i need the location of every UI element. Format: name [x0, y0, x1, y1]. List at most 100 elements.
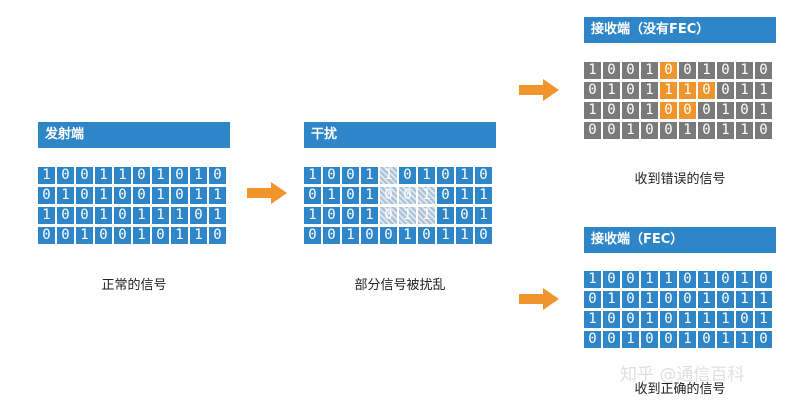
- bit-cell: 1: [641, 311, 658, 328]
- bit-cell: 1: [95, 207, 112, 224]
- bit-cell: 0: [76, 187, 93, 204]
- bit-cell: 1: [361, 167, 378, 184]
- bit-cell: 0: [38, 227, 55, 244]
- bit-cell: 0: [209, 227, 226, 244]
- bit-cell: 1: [323, 187, 340, 204]
- bit-cell: 0: [133, 187, 150, 204]
- bit-cell: 0: [437, 167, 454, 184]
- bit-cell: 1: [209, 207, 226, 224]
- bit-cell: 0: [622, 102, 639, 119]
- bit-cell: 1: [456, 187, 473, 204]
- bit-cell: 0: [57, 207, 74, 224]
- bit-cell: 1: [698, 271, 715, 288]
- bit-cell: 1: [304, 167, 321, 184]
- bit-cell: 0: [698, 82, 715, 99]
- bit-cell: 1: [38, 167, 55, 184]
- bit-cell: 1: [698, 291, 715, 308]
- bit-cell: 0: [584, 291, 601, 308]
- bit-cell: 1: [584, 62, 601, 79]
- bit-cell: 1: [584, 102, 601, 119]
- bit-cell: 0: [679, 102, 696, 119]
- bit-cell: 0: [342, 187, 359, 204]
- interference-title: 干扰: [304, 122, 496, 148]
- receiver-no-fec-title: 接收端（没有FEC）: [584, 17, 776, 43]
- bit-cell: 0: [736, 311, 753, 328]
- bit-cell: 0: [698, 102, 715, 119]
- bit-cell: 1: [660, 82, 677, 99]
- bit-cell: 1: [660, 271, 677, 288]
- bit-cell: 1: [584, 271, 601, 288]
- bit-cell: 0: [755, 122, 772, 139]
- bit-cell: 1: [736, 122, 753, 139]
- bit-cell: 0: [603, 62, 620, 79]
- bit-cell: 1: [755, 82, 772, 99]
- bit-cell: 0: [660, 62, 677, 79]
- bit-cell: 0: [660, 122, 677, 139]
- bit-cell: 0: [437, 187, 454, 204]
- bit-cell: 0: [209, 167, 226, 184]
- bit-cell: 0: [418, 227, 435, 244]
- bit-cell: 1: [755, 291, 772, 308]
- bit-cell: 0: [57, 227, 74, 244]
- bit-cell: 0: [755, 271, 772, 288]
- bit-cell: 1: [755, 102, 772, 119]
- bit-cell: 1: [171, 207, 188, 224]
- bit-cell: 1: [475, 207, 492, 224]
- bit-cell: 1: [736, 271, 753, 288]
- bit-cell: 1: [57, 187, 74, 204]
- bit-cell: 0: [380, 187, 397, 204]
- bit-cell: 0: [171, 167, 188, 184]
- bit-cell: 1: [114, 167, 131, 184]
- bit-cell: 1: [584, 311, 601, 328]
- bit-cell: 0: [603, 311, 620, 328]
- bit-cell: 1: [736, 82, 753, 99]
- bit-cell: 1: [641, 82, 658, 99]
- bit-cell: 0: [641, 331, 658, 348]
- bit-cell: 1: [641, 102, 658, 119]
- bit-cell: 1: [190, 187, 207, 204]
- bit-cell: 0: [399, 187, 416, 204]
- bit-cell: 0: [603, 102, 620, 119]
- bit-cell: 1: [133, 227, 150, 244]
- bit-cell: 1: [152, 207, 169, 224]
- bit-cell: 0: [660, 311, 677, 328]
- bit-cell: 0: [717, 82, 734, 99]
- bit-cell: 0: [641, 122, 658, 139]
- bit-cell: 0: [755, 62, 772, 79]
- bit-cell: 1: [76, 227, 93, 244]
- bit-cell: 0: [475, 227, 492, 244]
- bit-cell: 1: [437, 227, 454, 244]
- interference-caption: 部分信号被扰乱: [354, 278, 446, 293]
- bit-cell: 0: [660, 331, 677, 348]
- receiver-fec-title: 接收端（FEC）: [584, 227, 776, 253]
- bit-cell: 0: [603, 122, 620, 139]
- bit-cell: 0: [304, 227, 321, 244]
- bit-cell: 1: [95, 187, 112, 204]
- bit-cell: 1: [38, 207, 55, 224]
- bit-cell: 0: [57, 167, 74, 184]
- bit-cell: 0: [679, 271, 696, 288]
- bit-cell: 1: [171, 227, 188, 244]
- sender-caption: 正常的信号: [101, 278, 167, 293]
- bit-cell: 1: [717, 122, 734, 139]
- bit-cell: 0: [679, 291, 696, 308]
- receiver-fec-header: 接收端（FEC）: [584, 227, 776, 253]
- bit-cell: 0: [380, 227, 397, 244]
- bit-cell: 1: [679, 331, 696, 348]
- bit-cell: 0: [342, 167, 359, 184]
- bit-cell: 0: [698, 331, 715, 348]
- bit-cell: 0: [584, 82, 601, 99]
- bit-cell: 1: [361, 187, 378, 204]
- bit-cell: 0: [323, 167, 340, 184]
- bit-cell: 0: [361, 227, 378, 244]
- bit-cell: 0: [171, 187, 188, 204]
- bit-cell: 0: [755, 331, 772, 348]
- bit-cell: 0: [342, 207, 359, 224]
- bit-cell: 1: [736, 291, 753, 308]
- bit-cell: 0: [622, 311, 639, 328]
- bit-cell: 0: [603, 331, 620, 348]
- bit-cell: 1: [603, 82, 620, 99]
